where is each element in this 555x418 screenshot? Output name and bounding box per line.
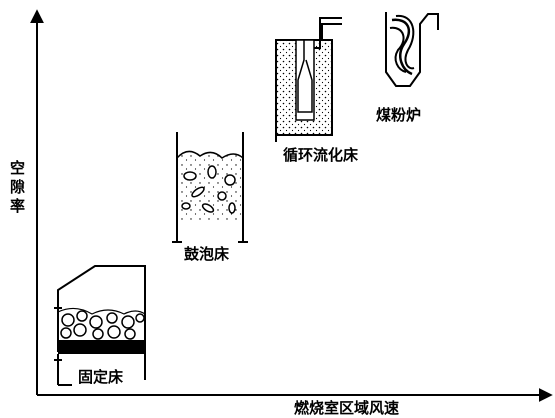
stage-label-circulating-fluidized-bed: 循环流化床 [283, 146, 359, 164]
bubbling-bed-reactor [172, 132, 248, 243]
x-axis-label: 燃烧室区域风速 [294, 399, 400, 417]
fixed-bed-reactor [54, 265, 146, 386]
stage-label-bubbling-bed: 鼓泡床 [184, 245, 230, 263]
pulverized-coal-furnace [385, 12, 439, 87]
stage-label-fixed-bed: 固定床 [78, 368, 124, 386]
circulating-fluidized-bed-reactor [275, 17, 342, 142]
stage-label-pulverized-coal-furnace: 煤粉炉 [376, 106, 422, 124]
y-axis-label: 空隙率 [8, 160, 26, 217]
